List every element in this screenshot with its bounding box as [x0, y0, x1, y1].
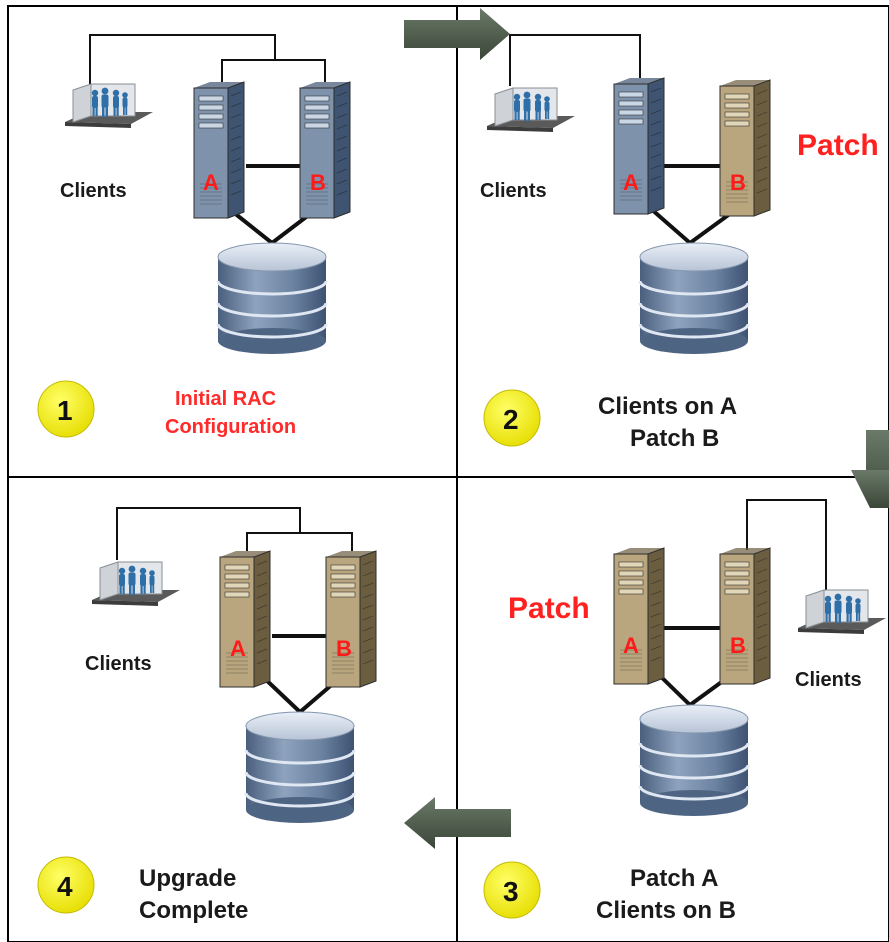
- server-tower-icon: [299, 81, 351, 219]
- server-b-label: B: [336, 636, 352, 661]
- server-b: [325, 550, 377, 688]
- server-b: [719, 79, 771, 217]
- step-number: 4: [57, 871, 73, 902]
- patch-label: Patch: [508, 592, 590, 625]
- server-tower-icon: [613, 547, 665, 685]
- server-tower-icon: [325, 550, 377, 688]
- server-a: [613, 77, 665, 215]
- step-badge: [483, 389, 541, 447]
- server-a: [219, 550, 271, 688]
- server-a: [193, 81, 245, 219]
- server-b-label: B: [730, 170, 746, 195]
- database-stack-icon: [244, 710, 356, 825]
- step-badge: [483, 861, 541, 919]
- caption-line1: Patch A: [630, 865, 718, 892]
- server-tower-icon: [719, 79, 771, 217]
- caption-line2: Clients on B: [596, 897, 736, 924]
- server-tower-icon: [613, 77, 665, 215]
- server-a-label: A: [623, 633, 639, 658]
- caption-line2: Configuration: [165, 416, 296, 438]
- network-lines: [116, 507, 353, 715]
- server-b: [299, 81, 351, 219]
- clients-group-icon: [797, 589, 887, 635]
- step-number: 2: [503, 404, 519, 435]
- server-tower-icon: [719, 547, 771, 685]
- clients-group-icon: [64, 83, 154, 129]
- caption-line1: Initial RAC: [175, 388, 276, 410]
- server-b-label: B: [310, 170, 326, 195]
- server-b-label: B: [730, 633, 746, 658]
- panel-2: Clients A B Patch 2 Clients on A Patch B: [480, 34, 879, 452]
- step-number: 1: [57, 395, 73, 426]
- flow-arrow-icon: [404, 8, 510, 60]
- server-a-label: A: [230, 636, 246, 661]
- database-stack-icon: [638, 703, 750, 818]
- server-a-label: A: [203, 170, 219, 195]
- flow-arrow-icon: [851, 430, 889, 508]
- database-stack-icon: [216, 241, 328, 356]
- server-tower-icon: [219, 550, 271, 688]
- server-tower-icon: [193, 81, 245, 219]
- clients-label: Clients: [60, 180, 127, 202]
- step-badge: [37, 856, 95, 914]
- caption-line2: Complete: [139, 897, 248, 924]
- clients-label: Clients: [85, 653, 152, 675]
- caption-line2: Patch B: [630, 425, 719, 452]
- step-number: 3: [503, 876, 519, 907]
- clients-label: Clients: [480, 180, 547, 202]
- caption-line1: Upgrade: [139, 865, 236, 892]
- server-a: [613, 547, 665, 685]
- clients-label: Clients: [795, 669, 862, 691]
- caption-line1: Clients on A: [598, 393, 737, 420]
- database-stack-icon: [638, 241, 750, 356]
- clients-group-icon: [486, 87, 576, 133]
- server-a-label: A: [623, 170, 639, 195]
- panel-grid: [7, 5, 889, 942]
- flow-arrow-icon: [404, 797, 511, 849]
- panel-1: Clients A B 1 Initial RAC Configuration: [37, 34, 351, 438]
- panel-3: Clients A B Patch 3 Patch A Clients on B: [483, 499, 887, 924]
- panel-4: Clients A B 4 Upgrade Complete: [37, 507, 377, 924]
- server-b: [719, 547, 771, 685]
- clients-group-icon: [91, 561, 181, 607]
- step-badge: [37, 380, 95, 438]
- patch-label: Patch: [797, 129, 879, 162]
